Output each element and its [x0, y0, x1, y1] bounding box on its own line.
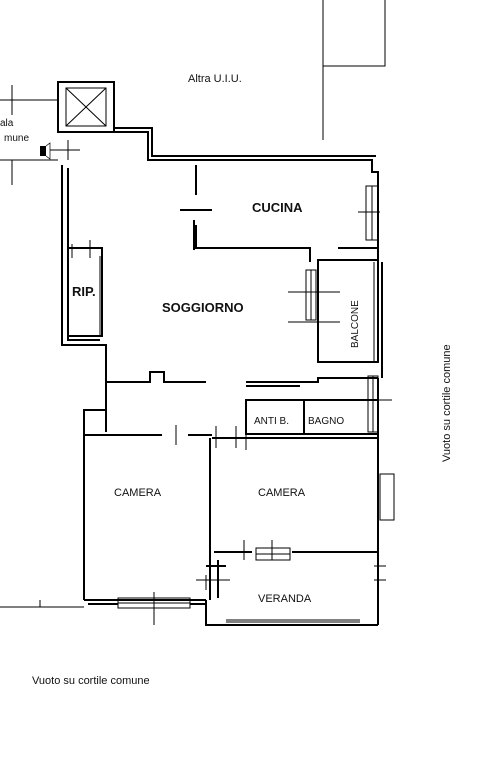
- vuoto-bottom-label: Vuoto su cortile comune: [32, 675, 150, 687]
- cucina-label: CUCINA: [252, 200, 303, 215]
- scala-comune-label-line2: mune: [4, 133, 29, 144]
- interior-walls: [84, 165, 395, 600]
- exterior-lines-left: [0, 600, 84, 608]
- intercom-icon: [40, 142, 51, 160]
- lift-shaft: [57, 81, 115, 133]
- camera-right-label: CAMERA: [258, 487, 306, 499]
- scala-comune-label-line1: ala: [0, 118, 14, 129]
- rip-label: RIP.: [72, 284, 96, 299]
- rip-closet: [67, 240, 103, 337]
- vuoto-side-label: Vuoto su cortile comune: [441, 344, 453, 462]
- window-camera-left: [117, 592, 191, 625]
- altra-uiu-label: Altra U.I.U.: [188, 73, 242, 85]
- bagno-label: BAGNO: [308, 416, 344, 427]
- anti-bagno-label: ANTI B.: [254, 416, 289, 427]
- neighbour-unit-outline: [322, 0, 386, 140]
- veranda-label: VERANDA: [258, 593, 312, 605]
- stair-area-lines: [0, 85, 80, 185]
- outer-walls: [61, 127, 383, 626]
- soggiorno-label: SOGGIORNO: [162, 300, 244, 315]
- camera-left-label: CAMERA: [114, 487, 162, 499]
- balcone-label: BALCONE: [350, 300, 361, 348]
